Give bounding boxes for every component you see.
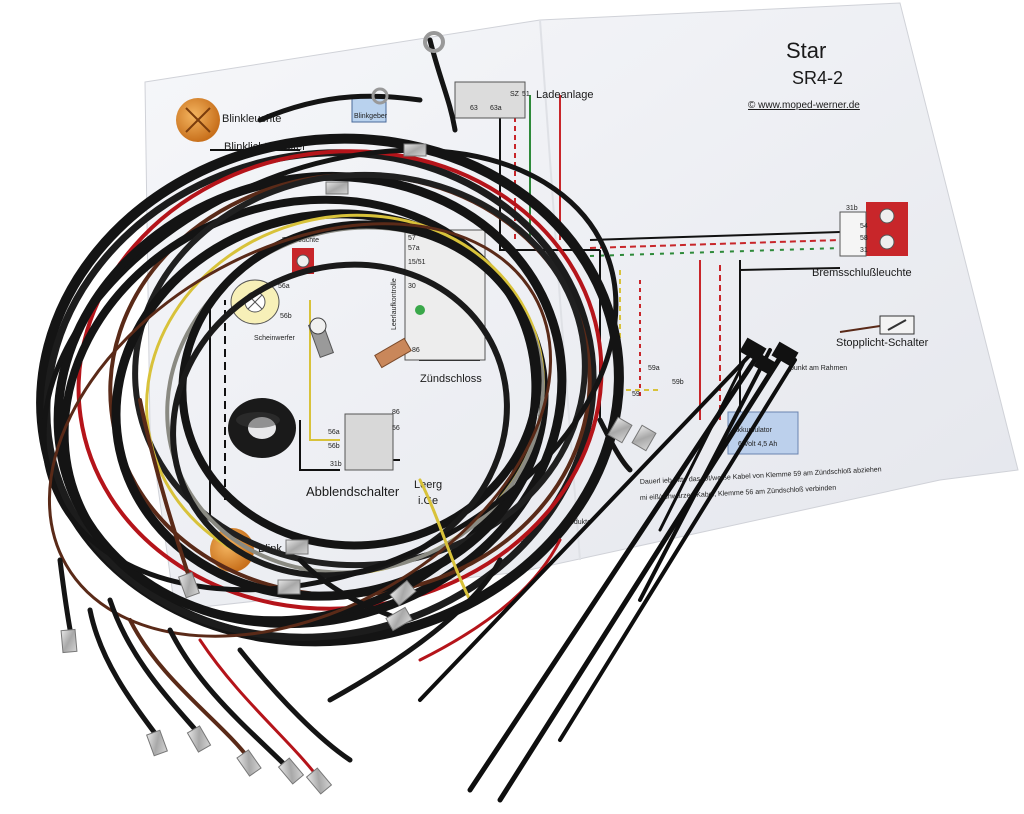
label-ground-point: punkt am Rahmen xyxy=(790,365,847,372)
copper-clip xyxy=(374,337,412,369)
tie-head xyxy=(771,341,799,367)
brake-terminal-strip xyxy=(839,211,867,257)
term-57: 57 xyxy=(408,235,416,242)
spade-connector xyxy=(277,757,305,785)
spade-connector xyxy=(305,767,333,795)
battery-spec: 6 Volt 4,5 Ah xyxy=(738,441,777,448)
label-idle: Leerg xyxy=(414,479,442,491)
label-charging: Ladeanlage xyxy=(536,89,594,101)
term-59: 59 xyxy=(632,391,640,398)
spade-connector xyxy=(178,571,200,599)
dip-switch-block xyxy=(344,413,394,471)
diagram-model: SR4-2 xyxy=(792,68,843,88)
note-line-3: odukte xyxy=(570,519,591,526)
label-brake-tail: Bremsschlußleuchte xyxy=(812,267,912,279)
spade-connector xyxy=(389,579,417,607)
term-51: 51 xyxy=(522,91,530,98)
term-63a: 63a xyxy=(490,105,502,112)
spade-terminals xyxy=(60,31,657,795)
label-headlight: Scheinwerfer xyxy=(254,335,296,342)
term-63: 63 xyxy=(470,105,478,112)
neutral-indicator xyxy=(415,305,425,315)
term-86: 86 xyxy=(392,409,400,416)
label-ignition-lock: Zündschloss xyxy=(420,373,482,385)
term-56a: 56a xyxy=(328,429,340,436)
term-56a-head: 56a xyxy=(278,283,290,290)
flasher-unit xyxy=(351,95,387,123)
terminal-screw xyxy=(296,254,310,268)
cable-harness xyxy=(36,133,624,647)
ring-terminal xyxy=(423,31,445,53)
term-56b-head: 56b xyxy=(280,313,292,320)
lamp-cross xyxy=(185,107,211,133)
cable-ties xyxy=(418,337,799,803)
term-54: 54 xyxy=(860,223,868,230)
spade-connector xyxy=(236,749,262,777)
spade-connector xyxy=(277,579,301,595)
label-stop-switch: Stopplicht-Schalter xyxy=(836,337,929,349)
bulb-cross xyxy=(247,294,263,310)
term-58: 58 xyxy=(860,235,868,242)
diagram-title: Star xyxy=(786,38,826,63)
term-59a: 59a xyxy=(648,365,660,372)
term-57a: 57a xyxy=(408,245,420,252)
spade-connector xyxy=(285,539,309,555)
term-30: 30 xyxy=(408,283,416,290)
spade-connector xyxy=(186,725,212,753)
term-56: 56 xyxy=(392,425,400,432)
terminal-screw xyxy=(879,208,895,224)
spade-connector xyxy=(403,143,427,157)
term-56b: 56b xyxy=(328,443,340,450)
term-31b-dip: 31b xyxy=(330,461,342,468)
tie-head xyxy=(753,353,779,377)
term-31b: 31b xyxy=(846,205,858,212)
diagram-small-terminals: 56a 56b 59a 59b 59 86 xyxy=(278,283,684,398)
term-15: 15/51 xyxy=(408,259,426,266)
label-neutral-light: Leerlaufkontrolle xyxy=(391,278,398,330)
term-sz: SZ xyxy=(510,91,520,98)
flasher-unit-label: Blinkgeber xyxy=(354,113,388,120)
switch-lever xyxy=(887,319,907,331)
label-dip-switch: Abblendschalter xyxy=(306,484,400,499)
spade-connector xyxy=(385,606,413,632)
diagram-website: © www.moped-werner.de xyxy=(748,100,860,111)
ring-terminal xyxy=(371,87,389,105)
spade-connector xyxy=(60,628,78,654)
term-59b: 59b xyxy=(672,379,684,386)
terminal-screw xyxy=(879,234,895,250)
bracket-hole xyxy=(309,317,327,335)
spade-connector xyxy=(146,729,168,757)
spade-connector xyxy=(325,181,349,195)
term-31: 31 xyxy=(860,247,868,254)
spade-connector xyxy=(607,416,633,444)
term-86-ign: 86 xyxy=(412,347,420,354)
charging-unit xyxy=(454,81,526,119)
rubber-grommet xyxy=(228,398,296,458)
spade-connector xyxy=(631,424,657,452)
